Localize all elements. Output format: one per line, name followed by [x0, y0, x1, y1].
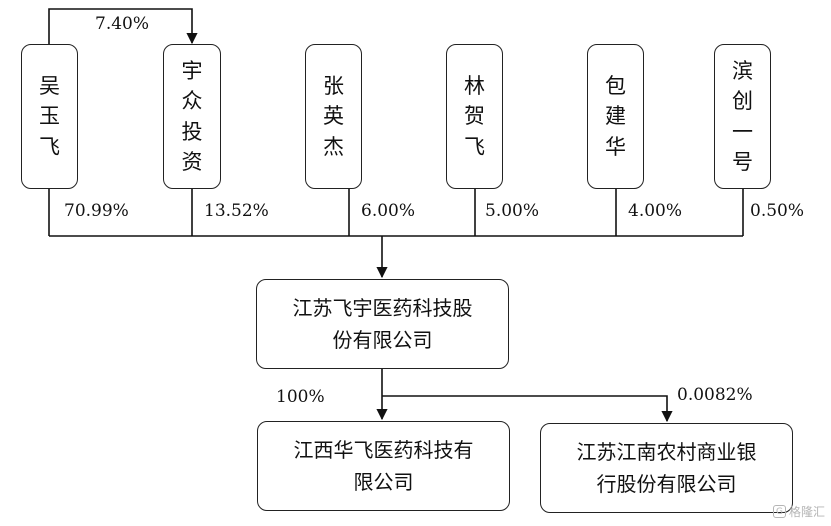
name-char: 杰: [323, 134, 344, 159]
subsidiary-box-1: 江西华飞医药科技有 限公司: [257, 421, 510, 511]
subsidiary-name-line1: 江西华飞医药科技有: [293, 438, 474, 462]
subsidiary-name-line2: 行股份有限公司: [596, 472, 737, 496]
watermark-text: 格隆汇: [788, 505, 825, 519]
name-char: 英: [323, 104, 344, 129]
name-char: 建: [605, 104, 626, 129]
name-char: 玉: [39, 104, 60, 129]
company-name-line1: 江苏飞宇医药科技股: [292, 296, 473, 320]
shareholder-box-1: 吴 玉 飞: [21, 44, 78, 189]
name-char: 贺: [464, 104, 485, 129]
name-char: 滨: [732, 58, 753, 83]
name-char: 投: [181, 119, 203, 144]
top-link-pct: 7.40%: [95, 14, 150, 34]
shareholder-box-2: 宇 众 投 资: [163, 44, 221, 189]
name-char: 宇: [181, 58, 203, 83]
name-char: 资: [181, 149, 203, 174]
name-char: 众: [181, 89, 203, 114]
shareholder-box-3: 张 英 杰: [305, 44, 362, 189]
share-pct-1: 70.99%: [64, 201, 129, 221]
name-char: 飞: [39, 134, 60, 159]
subsidiary-name-line1: 江苏江南农村商业银: [576, 440, 757, 464]
name-char: 创: [732, 89, 753, 114]
watermark-logo-icon: G: [772, 505, 786, 518]
name-char: 吴: [39, 73, 60, 98]
name-char: 飞: [464, 134, 485, 159]
shareholder-box-6: 滨 创 一 号: [714, 44, 771, 189]
subsidiary-name-line2: 限公司: [353, 470, 414, 494]
name-char: 号: [732, 149, 753, 174]
link-wu-to-yuzhong: [48, 8, 198, 45]
sub-pct-2: 0.0082%: [677, 385, 753, 405]
shareholder-box-5: 包 建 华: [587, 44, 644, 189]
arrow-to-bank: [382, 395, 673, 423]
name-char: 华: [605, 134, 626, 159]
share-pct-3: 6.00%: [361, 201, 416, 221]
name-char: 林: [464, 73, 485, 98]
name-char: 一: [732, 119, 753, 144]
name-char: 包: [605, 73, 626, 98]
share-pct-5: 4.00%: [628, 201, 683, 221]
company-name-line2: 份有限公司: [332, 328, 433, 352]
company-box: 江苏飞宇医药科技股 份有限公司: [256, 279, 509, 369]
share-pct-2: 13.52%: [204, 201, 269, 221]
share-pct-6: 0.50%: [750, 201, 805, 221]
sub-pct-1: 100%: [276, 387, 325, 407]
share-pct-4: 5.00%: [485, 201, 540, 221]
shareholder-box-4: 林 贺 飞: [446, 44, 503, 189]
subsidiary-box-2: 江苏江南农村商业银 行股份有限公司: [540, 423, 793, 513]
watermark: G 格隆汇: [772, 503, 825, 520]
name-char: 张: [323, 73, 344, 98]
